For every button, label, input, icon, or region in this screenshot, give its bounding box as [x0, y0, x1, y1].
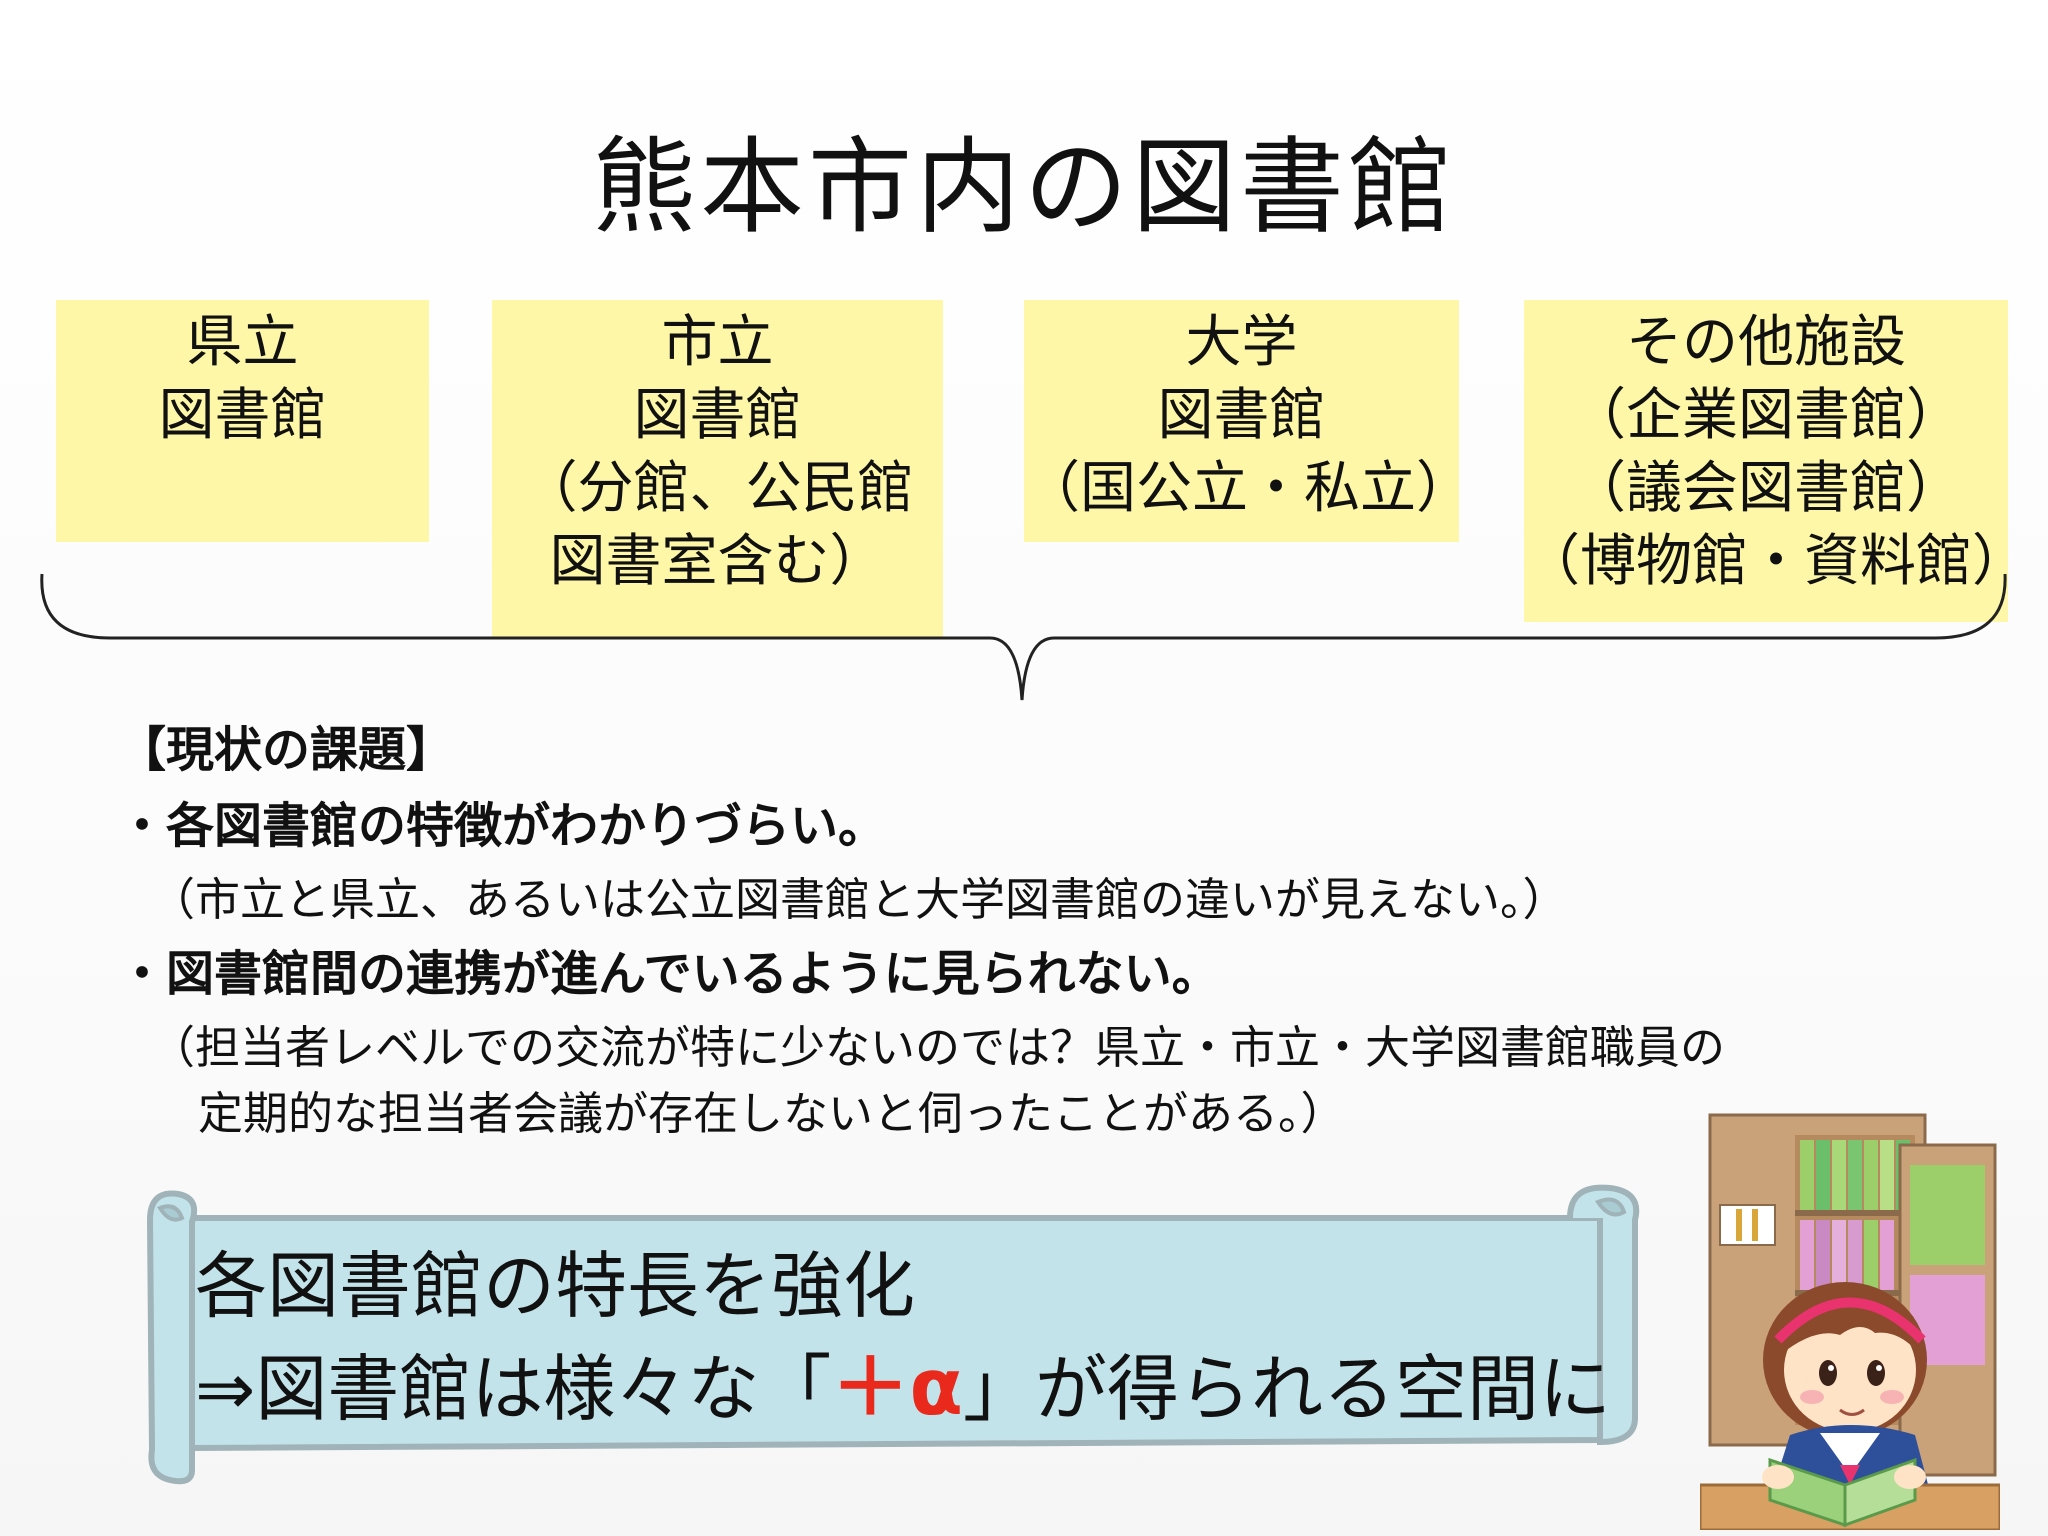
category-line: （議会図書館） — [1570, 456, 1962, 521]
plus-alpha-highlight: ＋α — [831, 1343, 963, 1433]
issue-note: （担当者レベルでの交流が特に少ないのでは？県立・市立・大学図書館職員の — [150, 1021, 1726, 1074]
category-line: （分館、公民館 — [521, 456, 914, 521]
conclusion-line-2-suffix: 」が得られる空間に — [962, 1347, 1611, 1431]
current-issues: 【現状の課題】 ・各図書館の特徴がわかりづらい。 （市立と県立、あるいは公立図書… — [118, 720, 1898, 1158]
category-line: 図書館 — [1157, 383, 1326, 448]
conclusion-text: 各図書館の特長を強化 ⇒図書館は様々な「＋α」が得られる空間に — [195, 1235, 1611, 1440]
category-line: 図書館 — [633, 383, 802, 448]
category-line: 図書室含む） — [549, 529, 886, 594]
category-other-facilities: その他施設 （企業図書館） （議会図書館） （博物館・資料館） — [1524, 300, 2028, 622]
category-line: その他施設 — [1626, 310, 1906, 375]
category-prefectural-library: 県立 図書館 — [56, 300, 429, 542]
category-municipal-library: 市立 図書館 （分館、公民館 図書室含む） — [492, 300, 943, 637]
conclusion-line-2: ⇒図書館は様々な「＋α」が得られる空間に — [195, 1337, 1611, 1440]
scroll-banner — [146, 1184, 1640, 1485]
category-line: （企業図書館） — [1570, 383, 1962, 448]
category-line: 県立 — [186, 310, 299, 375]
conclusion-line-1: 各図書館の特長を強化 — [195, 1244, 916, 1328]
issues-heading: 【現状の課題】 — [118, 722, 455, 778]
category-line: 市立 — [661, 310, 774, 375]
girl-reading-illustration — [1700, 1113, 2000, 1530]
category-line: （博物館・資料館） — [1524, 529, 2028, 594]
issue-bullet: ・各図書館の特徴がわかりづらい。 — [118, 798, 887, 854]
issue-bullet: ・図書館間の連携が進んでいるように見られない。 — [118, 946, 1220, 1002]
category-line: （国公立・私立） — [1024, 456, 1472, 521]
slide-title: 熊本市内の図書館 — [591, 126, 1456, 248]
issue-note: （市立と県立、あるいは公立図書館と大学図書館の違いが見えない。） — [150, 873, 1568, 926]
category-line: 大学 — [1185, 310, 1298, 375]
category-line: 図書館 — [158, 383, 327, 448]
category-university-library: 大学 図書館 （国公立・私立） — [1024, 300, 1472, 542]
grouping-brace — [40, 573, 2007, 701]
conclusion-line-2-prefix: ⇒図書館は様々な「 — [195, 1347, 832, 1431]
issue-note: 定期的な担当者会議が存在しないと伺ったことがある。） — [198, 1087, 1346, 1140]
